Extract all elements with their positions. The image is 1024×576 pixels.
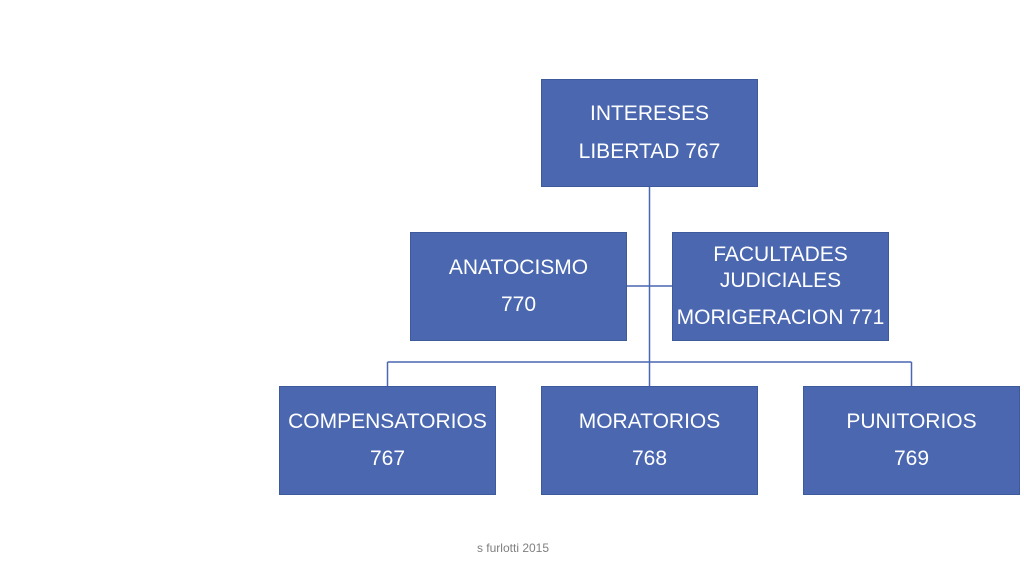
anatocismo-title: ANATOCISMO (448, 255, 589, 279)
punitorios-number: 769 (893, 447, 930, 470)
compensatorios-title: COMPENSATORIOS (288, 409, 487, 433)
root-subtitle: LIBERTAD 767 (578, 139, 721, 163)
punitorios-title: PUNITORIOS (846, 409, 977, 433)
facultades-subtitle: MORIGERACION 771 (676, 306, 885, 330)
footer-credit: s furlotti 2015 (476, 541, 550, 555)
facultades-title-line1: FACULTADES (713, 242, 848, 266)
assistant-node-facultades: FACULTADES JUDICIALES MORIGERACION 771 (672, 232, 889, 341)
root-title: INTERESES (589, 102, 710, 126)
root-node-intereses: INTERESES LIBERTAD 767 (541, 79, 758, 187)
child-node-moratorios: MORATORIOS 768 (541, 386, 758, 495)
moratorios-title: MORATORIOS (578, 409, 721, 433)
compensatorios-number: 767 (369, 447, 406, 470)
facultades-title-line2: JUDICIALES (719, 268, 842, 292)
moratorios-number: 768 (631, 447, 668, 470)
assistant-node-anatocismo: ANATOCISMO 770 (410, 232, 627, 341)
child-node-punitorios: PUNITORIOS 769 (803, 386, 1020, 495)
anatocismo-number: 770 (500, 293, 537, 316)
child-node-compensatorios: COMPENSATORIOS 767 (279, 386, 496, 495)
